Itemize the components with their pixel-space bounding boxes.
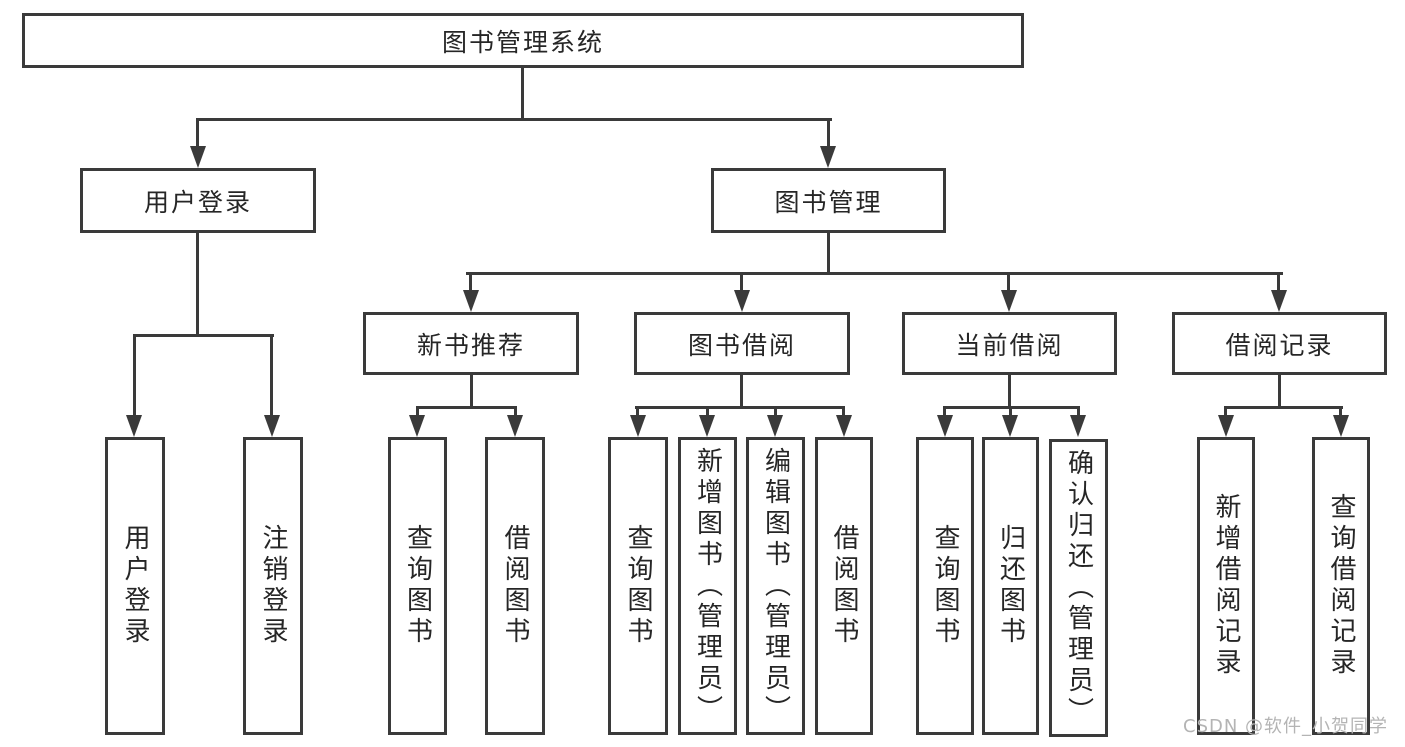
leaf-query-books-2: 查询图书 (608, 437, 668, 735)
leaf-query-borrow-record-label: 查询借阅记录 (1326, 493, 1356, 679)
arrow-down-icon (264, 415, 280, 437)
connector-vline (196, 233, 199, 336)
arrow-down-icon (409, 415, 425, 437)
node-book-borrow-label: 图书借阅 (687, 330, 796, 360)
arrow-down-icon (1271, 290, 1287, 312)
arrow-down-icon (820, 146, 836, 168)
arrow-down-icon (734, 290, 750, 312)
arrow-down-icon (767, 415, 783, 437)
node-borrow-records: 借阅记录 (1172, 312, 1387, 375)
leaf-confirm-return-admin: 确认归还（管理员） (1049, 439, 1108, 737)
node-current-borrow-label: 当前借阅 (955, 330, 1064, 360)
leaf-user-login: 用户登录 (105, 437, 165, 735)
connector-vline (1008, 375, 1011, 408)
connector-hline (133, 334, 274, 337)
connector-vline (1278, 375, 1281, 408)
arrow-down-icon (699, 415, 715, 437)
arrow-down-icon (190, 146, 206, 168)
leaf-borrow-books-2-label: 借阅图书 (829, 524, 859, 648)
connector-vline (1277, 272, 1280, 292)
leaf-logout: 注销登录 (243, 437, 303, 735)
connector-vline (1009, 406, 1012, 419)
node-new-book-recommend-label: 新书推荐 (416, 330, 525, 360)
leaf-add-borrow-record-label: 新增借阅记录 (1211, 493, 1241, 679)
node-book-management: 图书管理 (711, 168, 946, 233)
leaf-query-books-1: 查询图书 (388, 437, 447, 735)
leaf-borrow-books-1: 借阅图书 (485, 437, 545, 735)
node-book-borrow: 图书借阅 (634, 312, 850, 375)
node-root-label: 图书管理系统 (441, 27, 604, 57)
connector-vline (740, 375, 743, 408)
arrow-down-icon (1001, 290, 1017, 312)
leaf-borrow-books-2: 借阅图书 (815, 437, 873, 735)
arrow-down-icon (1218, 415, 1234, 437)
arrow-down-icon (937, 415, 953, 437)
arrow-down-icon (507, 415, 523, 437)
connector-vline (706, 406, 709, 419)
connector-vline (1007, 272, 1010, 292)
connector-vline (469, 272, 472, 292)
connector-vline (827, 118, 830, 150)
leaf-logout-label: 注销登录 (258, 524, 288, 648)
node-user-login: 用户登录 (80, 168, 316, 233)
node-current-borrow: 当前借阅 (902, 312, 1117, 375)
leaf-edit-books-admin: 编辑图书（管理员） (746, 437, 805, 735)
arrow-down-icon (126, 415, 142, 437)
node-borrow-records-label: 借阅记录 (1225, 330, 1334, 360)
leaf-borrow-books-1-label: 借阅图书 (500, 524, 530, 648)
connector-hline (635, 406, 845, 409)
node-user-login-label: 用户登录 (143, 187, 252, 217)
leaf-return-books-label: 归还图书 (995, 524, 1026, 648)
connector-vline (636, 406, 639, 419)
connector-vline (416, 406, 419, 419)
connector-vline (521, 67, 524, 120)
leaf-query-books-3-label: 查询图书 (930, 524, 960, 648)
connector-hline (197, 118, 832, 121)
connector-vline (774, 406, 777, 419)
leaf-edit-books-admin-label: 编辑图书（管理员） (760, 446, 791, 726)
connector-vline (842, 406, 845, 419)
node-book-management-label: 图书管理 (774, 187, 883, 217)
connector-vline (1224, 406, 1227, 419)
leaf-query-books-1-label: 查询图书 (402, 524, 433, 648)
connector-hline (466, 272, 1283, 275)
connector-hline (416, 406, 517, 409)
leaf-add-books-admin: 新增图书（管理员） (678, 437, 737, 735)
arrow-down-icon (1333, 415, 1349, 437)
leaf-add-books-admin-label: 新增图书（管理员） (692, 446, 723, 726)
arrow-down-icon (1070, 415, 1086, 437)
connector-vline (740, 272, 743, 292)
connector-vline (514, 406, 517, 419)
arrow-down-icon (836, 415, 852, 437)
connector-vline (827, 233, 830, 274)
connector-vline (196, 118, 199, 150)
connector-vline (470, 375, 473, 408)
node-new-book-recommend: 新书推荐 (363, 312, 579, 375)
connector-vline (1339, 406, 1342, 419)
leaf-return-books: 归还图书 (982, 437, 1039, 735)
leaf-confirm-return-admin-label: 确认归还（管理员） (1063, 448, 1094, 728)
watermark-text: CSDN @软件_小贺同学 (1183, 716, 1389, 737)
leaf-add-borrow-record: 新增借阅记录 (1197, 437, 1255, 735)
arrow-down-icon (630, 415, 646, 437)
connector-hline (1224, 406, 1343, 409)
leaf-user-login-label: 用户登录 (120, 524, 150, 648)
watermark: CSDN @软件_小贺同学 (1183, 712, 1388, 738)
connector-vline (133, 334, 136, 419)
connector-vline (270, 334, 273, 419)
leaf-query-books-3: 查询图书 (916, 437, 974, 735)
arrow-down-icon (463, 290, 479, 312)
arrow-down-icon (1002, 415, 1018, 437)
node-root: 图书管理系统 (22, 13, 1024, 68)
leaf-query-borrow-record: 查询借阅记录 (1312, 437, 1370, 735)
leaf-query-books-2-label: 查询图书 (623, 524, 653, 648)
connector-vline (1077, 406, 1080, 419)
connector-vline (943, 406, 946, 419)
